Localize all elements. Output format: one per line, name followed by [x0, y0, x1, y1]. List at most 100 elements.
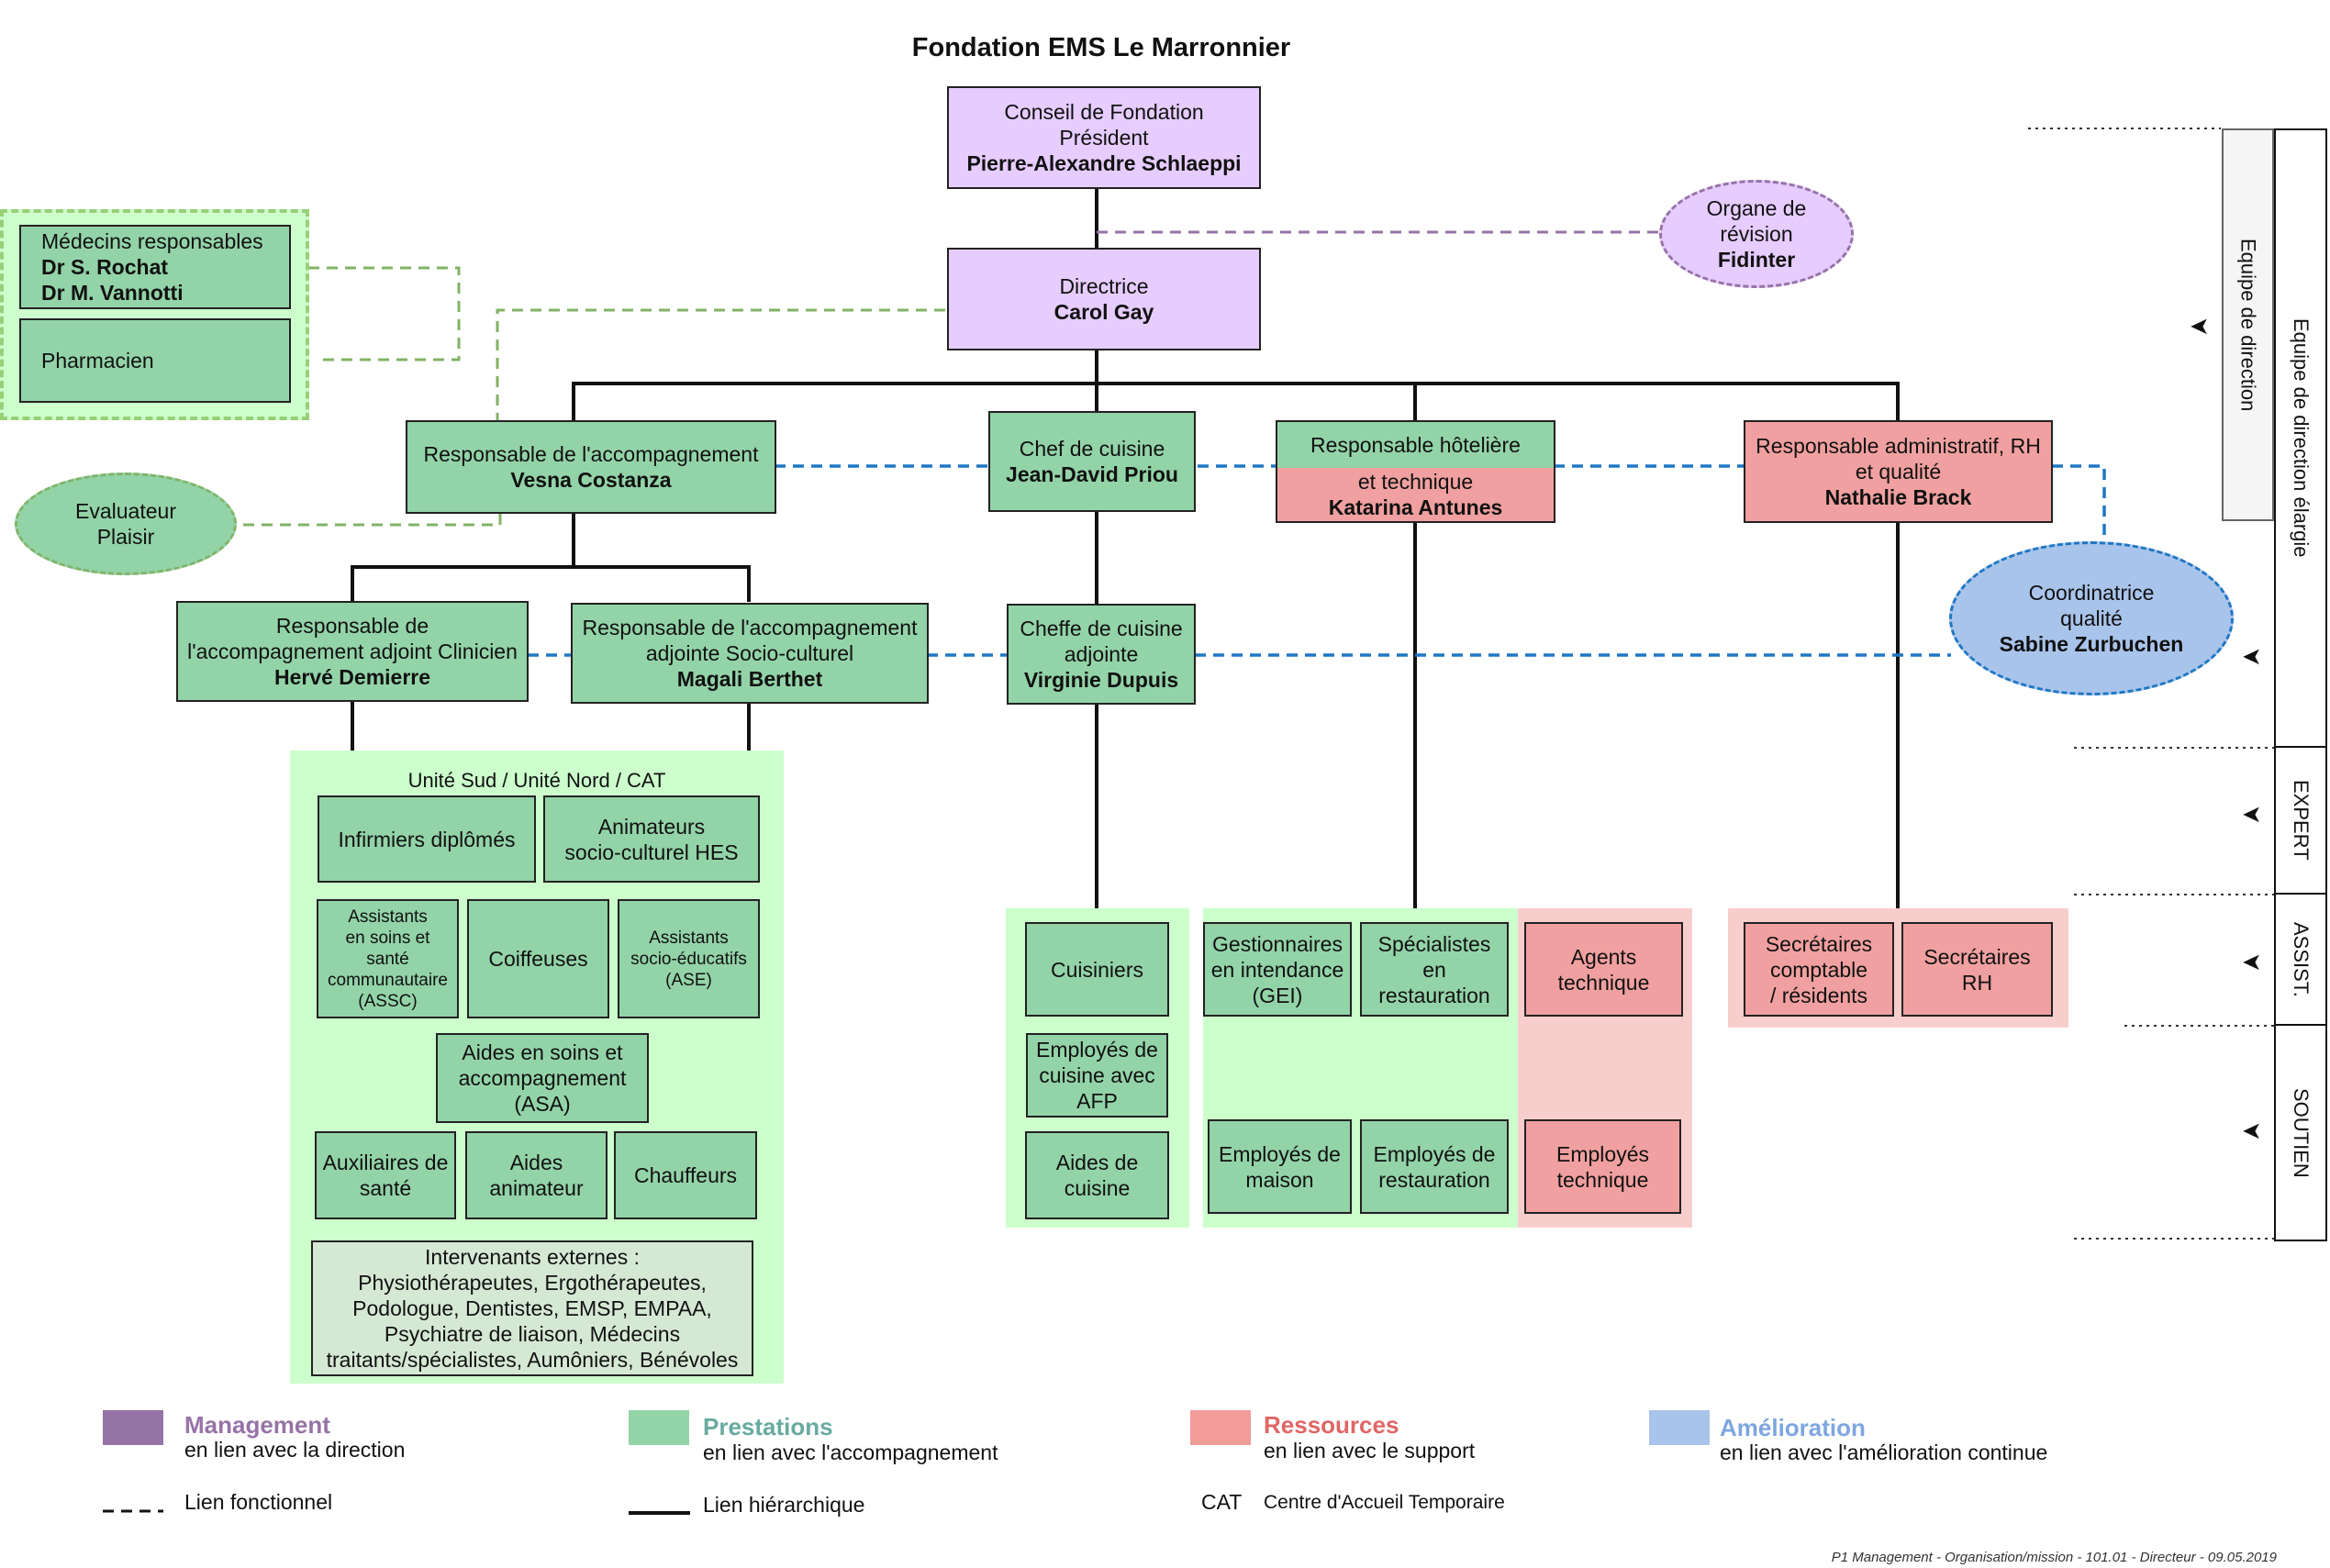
asa-l3: (ASA)	[514, 1092, 571, 1116]
medecins-name2: Dr M. Vannotti	[41, 281, 184, 305]
medecins-line1: Médecins responsables	[41, 229, 263, 253]
cheffe-line1: Cheffe de cuisine	[1020, 617, 1183, 640]
emp-tech-l1: Employés	[1556, 1141, 1649, 1166]
arrow-left-icon: ➤	[2242, 948, 2262, 975]
sec-rh-l2: RH	[1961, 970, 1993, 995]
emp-maison-l2: maison	[1245, 1167, 1314, 1192]
adjoint-clinicien-box: Responsable de l'accompagnement adjoint …	[176, 601, 529, 702]
afp-l2: cuisine avec	[1039, 1063, 1155, 1087]
afp-l1: Employés de	[1036, 1038, 1158, 1062]
directrice-name: Carol Gay	[1054, 300, 1154, 324]
equipe-direction-label: Equipe de direction	[2222, 128, 2274, 521]
aides-anim-l1: Aides	[509, 1151, 563, 1174]
assc-l2: en soins et	[345, 928, 430, 948]
legend-ressources-title: Ressources	[1264, 1411, 1399, 1439]
page-title: Fondation EMS Le Marronnier	[911, 33, 1291, 62]
emp-tech-l2: technique	[1556, 1167, 1649, 1192]
legend-prestations-desc: en lien avec l'accompagnement	[703, 1440, 998, 1464]
infirmiers-label: Infirmiers diplômés	[338, 827, 516, 851]
adjointe-socio-box: Responsable de l'accompagnement adjointe…	[571, 603, 929, 704]
evaluateur-line2: Plaisir	[96, 525, 155, 549]
soutien-text: SOUTIEN	[2290, 1087, 2313, 1178]
gei-l1: Gestionnaires	[1212, 931, 1343, 956]
chauffeurs-label: Chauffeurs	[633, 1163, 738, 1187]
emp-maison-l1: Employés de	[1219, 1141, 1341, 1166]
asa-l2: accompagnement	[458, 1066, 627, 1090]
employes-restauration-box: Employés de restauration	[1360, 1119, 1509, 1214]
pharmacien-box: Pharmacien	[19, 318, 291, 403]
cuisiniers-label: Cuisiniers	[1051, 957, 1143, 982]
cheffe-line2: adjointe	[1064, 642, 1139, 666]
sec-rh-l1: Secrétaires	[1923, 944, 2031, 969]
adj-socio-line1: Responsable de l'accompagnement	[582, 616, 918, 639]
auxiliaires-box: Auxiliaires de santé	[315, 1131, 456, 1219]
coordinatrice-qualite-ellipse: Coordinatrice qualité Sabine Zurbuchen	[1949, 541, 2234, 695]
legend-management-desc: en lien avec la direction	[184, 1438, 406, 1462]
conseil-name: Pierre-Alexandre Schlaeppi	[966, 151, 1242, 175]
legend-cat-desc: Centre d'Accueil Temporaire	[1264, 1492, 1505, 1513]
coord-name: Sabine Zurbuchen	[1999, 632, 2184, 656]
adj-socio-line2: adjointe Socio-culturel	[645, 641, 854, 665]
legend-cat-abbr: CAT	[1201, 1490, 1243, 1514]
legend-swatch-management	[103, 1410, 163, 1445]
legend-management-title: Management	[184, 1411, 330, 1439]
animateurs-box: Animateurs socio-culturel HES	[543, 795, 760, 883]
resp-admin-line2: et qualité	[1855, 460, 1942, 484]
ext-l2: Physiothérapeutes, Ergothérapeutes,	[358, 1271, 707, 1295]
gei-box: Gestionnaires en intendance (GEI)	[1203, 922, 1352, 1017]
ext-l1: Intervenants externes :	[425, 1245, 640, 1269]
employes-cuisine-afp-box: Employés de cuisine avec AFP	[1026, 1033, 1168, 1118]
aides-cuisine-l1: Aides de	[1055, 1151, 1139, 1174]
agents-technique-box: Agents technique	[1524, 922, 1683, 1017]
directrice-box: Directrice Carol Gay	[947, 248, 1261, 350]
resp-hotel-top: Responsable hôtelière	[1277, 422, 1554, 468]
ase-l3: (ASE)	[665, 970, 712, 990]
assc-l3: santé	[366, 949, 409, 969]
secretaires-comptable-box: Secrétaires comptable / résidents	[1744, 922, 1894, 1017]
ext-l5: traitants/spécialistes, Aumôniers, Bénév…	[326, 1348, 739, 1372]
equipe-direction-text: Equipe de direction	[2236, 238, 2260, 412]
assist-label: ASSIST.	[2274, 895, 2327, 1026]
legend-swatch-ressources	[1190, 1410, 1251, 1445]
medecins-name1: Dr S. Rochat	[41, 255, 169, 279]
animateurs-l1: Animateurs	[597, 814, 706, 839]
assc-l5: (ASSC)	[358, 991, 418, 1011]
ase-l2: socio-éducatifs	[630, 949, 747, 969]
chef-cuisine-line1: Chef de cuisine	[1019, 437, 1165, 461]
chef-cuisine-name: Jean-David Priou	[1006, 462, 1178, 486]
sec-comp-l1: Secrétaires	[1765, 931, 1873, 956]
resp-hotel-line1: Responsable hôtelière	[1310, 433, 1521, 457]
resp-hotel-name: Katarina Antunes	[1328, 495, 1503, 519]
cheffe-name: Virginie Dupuis	[1023, 668, 1179, 692]
gei-l3: (GEI)	[1252, 983, 1303, 1007]
aides-cuisine-box: Aides de cuisine	[1025, 1131, 1169, 1219]
coiffeuses-label: Coiffeuses	[488, 947, 588, 971]
chauffeurs-box: Chauffeurs	[614, 1131, 757, 1219]
assc-l4: communautaire	[328, 970, 448, 990]
resp-hotel-line2: et technique	[1357, 470, 1474, 494]
medecins-box: Médecins responsables Dr S. Rochat Dr M.…	[19, 225, 291, 309]
aides-cuisine-l2: cuisine	[1064, 1176, 1131, 1200]
coord-line1: Coordinatrice	[2028, 581, 2155, 605]
evaluateur-line1: Evaluateur	[75, 499, 176, 523]
assist-text: ASSIST.	[2290, 921, 2313, 997]
assc-l1: Assistants	[348, 906, 428, 927]
arrow-left-icon: ➤	[2242, 642, 2262, 670]
arrow-left-icon: ➤	[2242, 1117, 2262, 1144]
pharmacien-label: Pharmacien	[41, 349, 154, 373]
intervenants-externes-box: Intervenants externes : Physiothérapeute…	[311, 1240, 753, 1376]
resp-accompagnement-box: Responsable de l'accompagnement Vesna Co…	[406, 420, 776, 514]
aides-animateur-box: Aides animateur	[465, 1131, 608, 1219]
organe-line2: révision	[1720, 222, 1793, 246]
agents-l1: Agents	[1570, 944, 1637, 969]
coiffeuses-box: Coiffeuses	[467, 899, 609, 1018]
legend-amelioration-desc: en lien avec l'amélioration continue	[1720, 1440, 2048, 1464]
sec-comp-l3: / résidents	[1769, 983, 1868, 1007]
conseil-de-fondation-box: Conseil de Fondation Président Pierre-Al…	[947, 86, 1261, 189]
sec-comp-l2: comptable	[1769, 957, 1868, 982]
aides-anim-l2: animateur	[489, 1176, 584, 1200]
legend-lien-hierarchique: Lien hiérarchique	[703, 1493, 865, 1517]
resp-accomp-name: Vesna Costanza	[510, 468, 672, 492]
resp-admin-name: Nathalie Brack	[1824, 485, 1972, 509]
